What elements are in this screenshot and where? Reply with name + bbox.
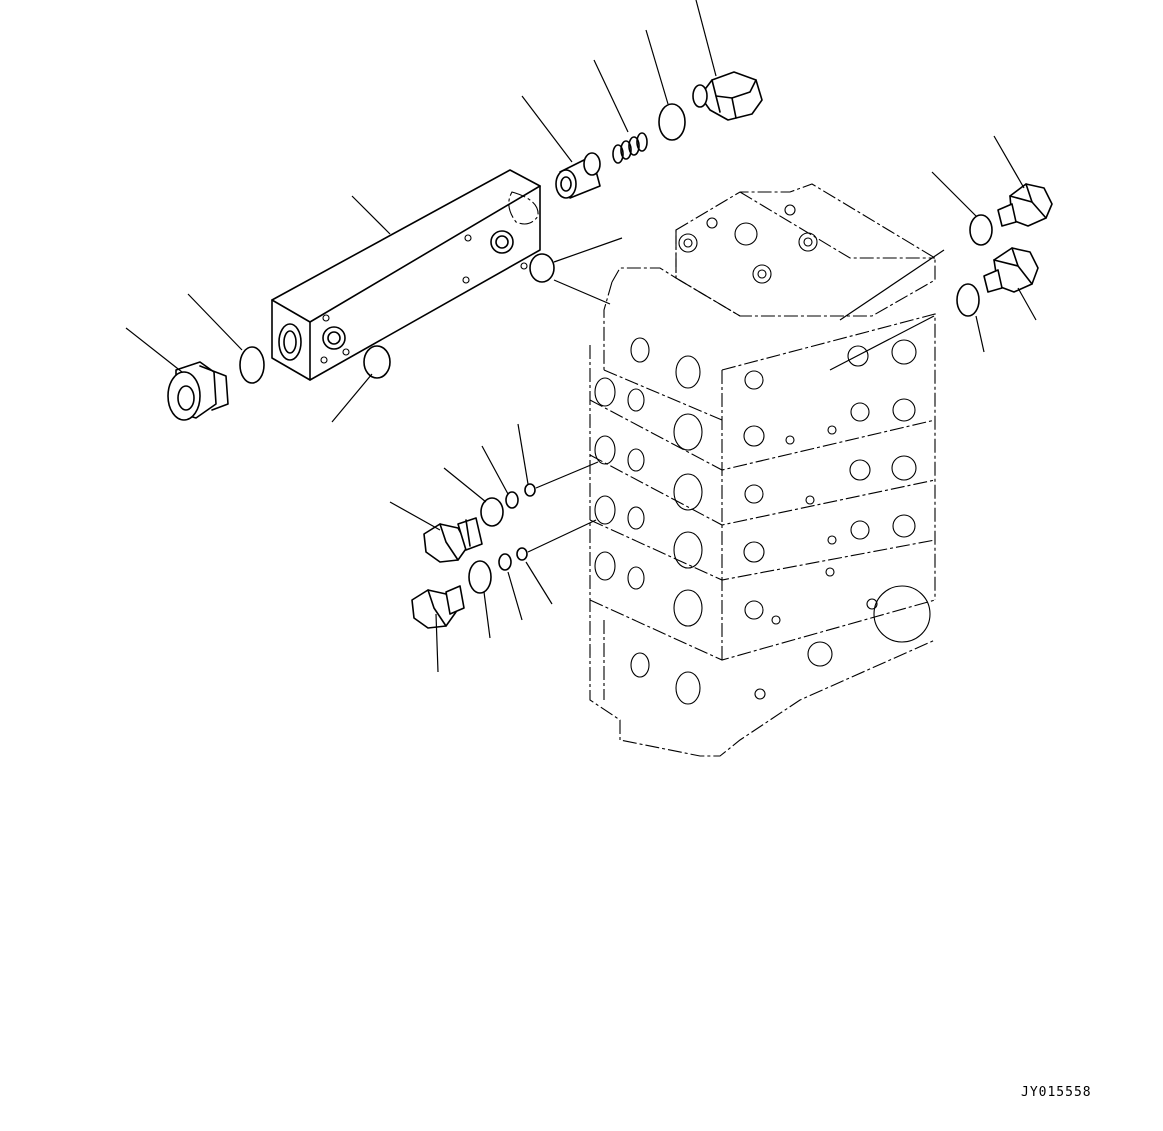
backup-ring-lower-upper <box>505 491 519 509</box>
o-ring-lower-lower <box>468 560 492 594</box>
sleeve <box>555 152 601 199</box>
o-ring-block-right <box>529 253 555 283</box>
control-valve-body <box>589 183 936 757</box>
plug-lower-lower <box>411 585 465 629</box>
leader-lines <box>125 0 1037 673</box>
plug-right-upper <box>997 183 1053 227</box>
valve-block <box>271 169 541 381</box>
o-ring-left <box>239 346 265 384</box>
o-ring-right-lower <box>956 283 980 317</box>
o-ring-block-bottom <box>363 345 391 379</box>
small-ring-lower-upper <box>524 483 536 497</box>
plug-left <box>167 361 229 421</box>
backup-ring-lower-lower <box>498 553 512 571</box>
plug-top <box>692 71 763 121</box>
o-ring-lower-upper <box>480 497 504 527</box>
plug-right-lower <box>983 247 1039 293</box>
plug-lower-upper <box>423 517 483 563</box>
drawing-code: JY015558 <box>1021 1085 1092 1100</box>
small-ring-lower-lower <box>516 547 528 561</box>
o-ring-right-upper <box>969 214 993 246</box>
spring <box>612 132 648 164</box>
o-ring-top <box>658 103 686 141</box>
